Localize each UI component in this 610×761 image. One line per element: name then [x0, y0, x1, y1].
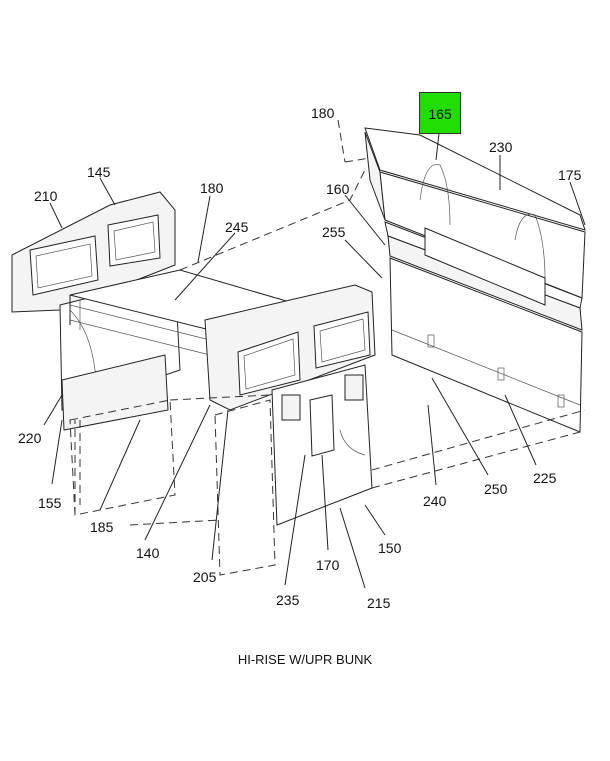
left-upper-cap: [11, 191, 176, 313]
callout-235[interactable]: 235: [276, 592, 300, 608]
callout-145[interactable]: 145: [87, 164, 111, 180]
center-dashed-box: [214, 399, 276, 576]
callout-245[interactable]: 245: [225, 219, 249, 235]
callout-230[interactable]: 230: [489, 139, 513, 155]
callout-240[interactable]: 240: [423, 493, 447, 509]
callout-165[interactable]: 165: [419, 92, 461, 134]
callout-205[interactable]: 205: [193, 569, 217, 585]
callout-150[interactable]: 150: [378, 540, 402, 556]
callout-215[interactable]: 215: [367, 595, 391, 611]
callout-180-top[interactable]: 180: [311, 105, 335, 121]
center-lower-panel: [271, 364, 373, 526]
callout-220[interactable]: 220: [18, 430, 42, 446]
callout-180-left[interactable]: 180: [200, 180, 224, 196]
callout-155[interactable]: 155: [38, 495, 62, 511]
callout-255[interactable]: 255: [322, 224, 346, 240]
leader-lines: [43, 119, 586, 589]
callout-185[interactable]: 185: [90, 519, 114, 535]
callout-225[interactable]: 225: [533, 470, 557, 486]
callout-170[interactable]: 170: [316, 557, 340, 573]
diagram-caption: HI-RISE W/UPR BUNK: [237, 652, 373, 667]
callout-250[interactable]: 250: [484, 481, 508, 497]
floor-outline: [79, 169, 586, 526]
callout-175[interactable]: 175: [558, 167, 582, 183]
left-lower-box: [69, 399, 176, 516]
callout-160[interactable]: 160: [326, 181, 350, 197]
rear-wall-middle-panel: [384, 221, 583, 337]
front-cap: [204, 284, 376, 411]
callout-140[interactable]: 140: [136, 545, 160, 561]
callout-210[interactable]: 210: [34, 188, 58, 204]
